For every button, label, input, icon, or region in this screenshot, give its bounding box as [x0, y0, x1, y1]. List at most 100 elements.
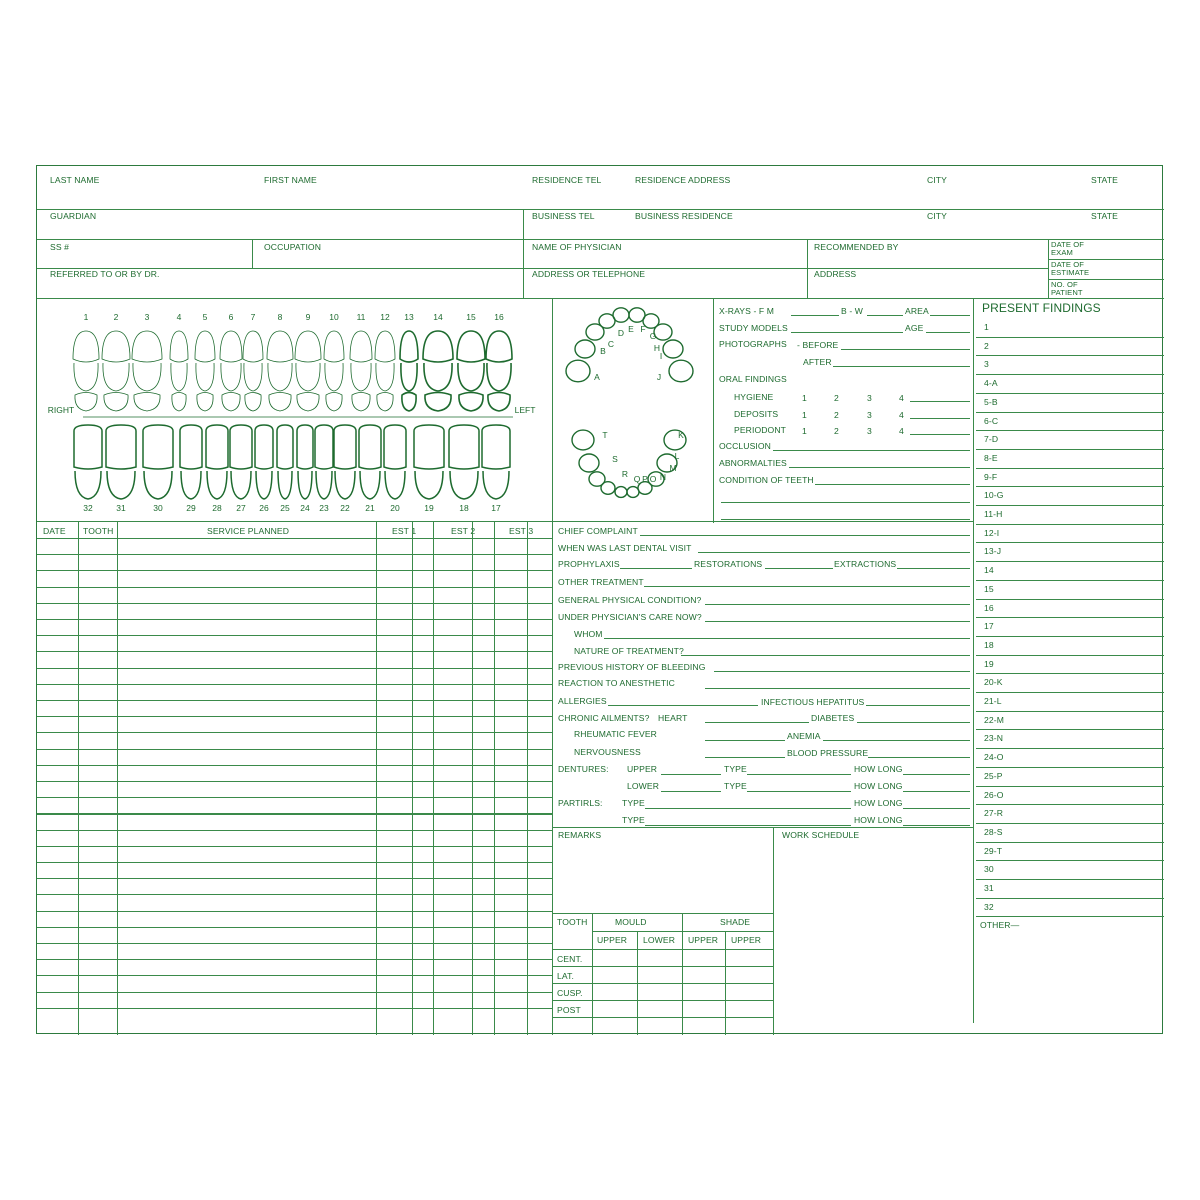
- finding-line: [976, 654, 1164, 656]
- fill-line: [791, 315, 839, 316]
- how-long-label: HOW LONG: [854, 781, 903, 791]
- divider: [552, 298, 553, 1035]
- tooth-occlusal: [221, 392, 241, 412]
- tooth-occlusal: [351, 392, 371, 412]
- primary-tooth-letter: F: [640, 324, 645, 334]
- finding-line: [976, 692, 1164, 693]
- upper-label: UPPER: [627, 764, 658, 774]
- fill-line: [661, 791, 721, 792]
- fill-line: [833, 366, 970, 367]
- finding-number: 17: [984, 621, 994, 632]
- remarks-label: REMARKS: [558, 830, 602, 840]
- table-row: [37, 586, 552, 588]
- tooth-crown: [349, 330, 373, 363]
- table-line: [552, 1017, 773, 1018]
- scale-4: 4: [899, 426, 904, 436]
- table-line: [552, 949, 773, 950]
- tooth-occlusal: [133, 392, 161, 412]
- finding-line: [976, 523, 1164, 525]
- city-label: CITY: [927, 211, 947, 221]
- rheumatic-label: RHEUMATIC FEVER: [574, 729, 657, 739]
- scale-2: 2: [834, 410, 839, 420]
- tooth-number: 21: [365, 503, 375, 513]
- blood-pressure-label: BLOOD PRESSURE: [787, 748, 869, 758]
- referred-label: REFERRED TO OR BY DR.: [50, 269, 160, 279]
- tooth-crown: [297, 470, 313, 500]
- age-label: AGE: [905, 323, 924, 333]
- divider: [523, 209, 524, 239]
- tooth-number: 30: [153, 503, 163, 513]
- area-label: AREA: [905, 306, 929, 316]
- tooth-occlusal: [205, 424, 229, 470]
- general-physical-label: GENERAL PHYSICAL CONDITION?: [558, 595, 702, 605]
- table-row: [37, 570, 552, 572]
- tooth-crown: [334, 470, 356, 500]
- divider: [523, 239, 524, 298]
- type-label: TYPE: [724, 781, 747, 791]
- tooth-number: 18: [459, 503, 469, 513]
- finding-line: [976, 860, 1164, 862]
- tooth-number: 26: [259, 503, 269, 513]
- shade-row-label: CUSP.: [557, 988, 583, 998]
- tooth-number: 13: [404, 312, 414, 322]
- primary-upper-tooth: [598, 313, 616, 329]
- divider: [37, 239, 1164, 240]
- finding-number: 22-M: [984, 714, 1004, 725]
- prophylaxis-label: PROPHYLAXIS: [558, 559, 620, 569]
- lower-tooth: [413, 424, 445, 500]
- tooth-number: 27: [236, 503, 246, 513]
- upper-subheader: UPPER: [597, 935, 628, 945]
- finding-number: 24-O: [984, 752, 1004, 763]
- primary-lower-tooth: [647, 471, 665, 487]
- finding-number: 2: [984, 340, 989, 351]
- condition-label: CONDITION OF TEETH: [719, 475, 814, 485]
- tooth-number: 28: [212, 503, 222, 513]
- fill-line: [910, 401, 970, 402]
- fill-line: [721, 502, 970, 503]
- hygiene-label: HYGIENE: [734, 392, 774, 402]
- col-est3: EST 3: [509, 526, 534, 536]
- finding-line: [976, 766, 1164, 768]
- col-est2: EST 2: [451, 526, 476, 536]
- primary-lower-tooth: [588, 471, 606, 487]
- col-date: DATE: [43, 526, 66, 536]
- scale-4: 4: [899, 410, 904, 420]
- lower-tooth: [179, 424, 203, 500]
- primary-tooth-letter: J: [657, 372, 661, 382]
- partirls-label: PARTIRLS:: [558, 798, 603, 808]
- divider: [552, 521, 973, 522]
- extractions-label: EXTRACTIONS: [834, 559, 897, 569]
- primary-tooth-letter: Q: [634, 474, 641, 484]
- tooth-occlusal: [268, 392, 292, 412]
- tooth-number: 14: [433, 312, 443, 322]
- table-row: [37, 975, 552, 977]
- primary-lower-tooth: [578, 453, 600, 473]
- divider: [807, 239, 808, 298]
- finding-line: [976, 673, 1164, 675]
- finding-number: 32: [984, 901, 994, 912]
- tooth-occlusal: [105, 424, 137, 470]
- tooth-root: [375, 362, 395, 392]
- table-row: [37, 959, 552, 961]
- diabetes-label: DIABETES: [811, 713, 855, 723]
- tooth-number: 24: [300, 503, 310, 513]
- date-of-estimate-label-2: ESTIMATE: [1051, 268, 1090, 277]
- table-row: [37, 764, 552, 766]
- shade-header: SHADE: [720, 917, 751, 927]
- scale-2: 2: [834, 393, 839, 403]
- tooth-crown: [194, 330, 216, 363]
- table-row: [37, 700, 552, 701]
- tooth-crown: [266, 330, 294, 363]
- upper-tooth: [323, 330, 345, 412]
- finding-number: 16: [984, 602, 994, 613]
- tooth-crown: [359, 470, 381, 500]
- address-label: ADDRESS: [814, 269, 857, 279]
- tooth-number: 12: [380, 312, 390, 322]
- fill-line: [866, 705, 970, 706]
- primary-tooth-letter: L: [675, 451, 680, 461]
- col-est1: EST 1: [392, 526, 417, 536]
- mould-header: MOULD: [615, 917, 647, 927]
- upper-tooth: [422, 330, 454, 412]
- primary-tooth-letter: G: [650, 331, 657, 341]
